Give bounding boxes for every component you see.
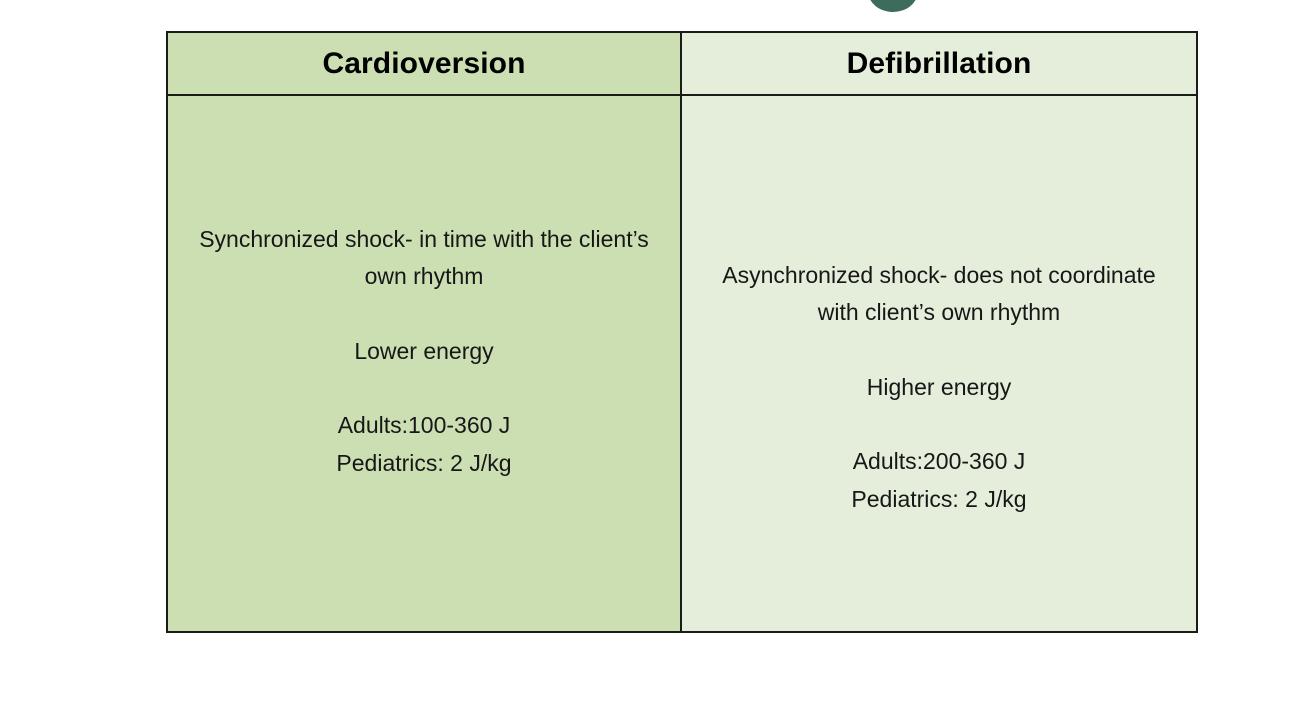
defibrillation-shock-type: Asynchronized shock- does not coordinate… [722, 262, 1156, 326]
column-header-defibrillation: Defibrillation [680, 31, 1198, 96]
column-header-cardioversion: Cardioversion [166, 31, 682, 96]
cardioversion-spacer-1 [186, 296, 662, 333]
defibrillation-energy-level: Higher energy [866, 373, 1012, 400]
cardioversion-content: Synchronized shock- in time with the cli… [168, 221, 680, 482]
cardioversion-shock-type: Synchronized shock- in time with the cli… [199, 226, 649, 290]
cardioversion-adult-dose: Adults:100-360 J [337, 412, 511, 439]
defibrillation-adult-dose: Adults:200-360 J [852, 448, 1026, 475]
cardioversion-energy-level: Lower energy [354, 337, 494, 364]
decorative-arc-icon [868, 0, 918, 12]
defibrillation-spacer-1 [700, 332, 1178, 369]
table-row: Synchronized shock- in time with the cli… [166, 94, 1198, 633]
defibrillation-content: Asynchronized shock- does not coordinate… [682, 257, 1196, 518]
defibrillation-spacer-2 [700, 406, 1178, 443]
cardioversion-spacer-2 [186, 370, 662, 407]
cell-cardioversion-details: Synchronized shock- in time with the cli… [166, 94, 682, 633]
cell-defibrillation-details: Asynchronized shock- does not coordinate… [680, 94, 1198, 633]
table-header-row: Cardioversion Defibrillation [166, 31, 1198, 96]
defibrillation-pediatric-dose: Pediatrics: 2 J/kg [851, 485, 1027, 512]
cardioversion-defibrillation-comparison-table: Cardioversion Defibrillation Synchronize… [166, 31, 1198, 633]
cardioversion-pediatric-dose: Pediatrics: 2 J/kg [336, 449, 512, 476]
